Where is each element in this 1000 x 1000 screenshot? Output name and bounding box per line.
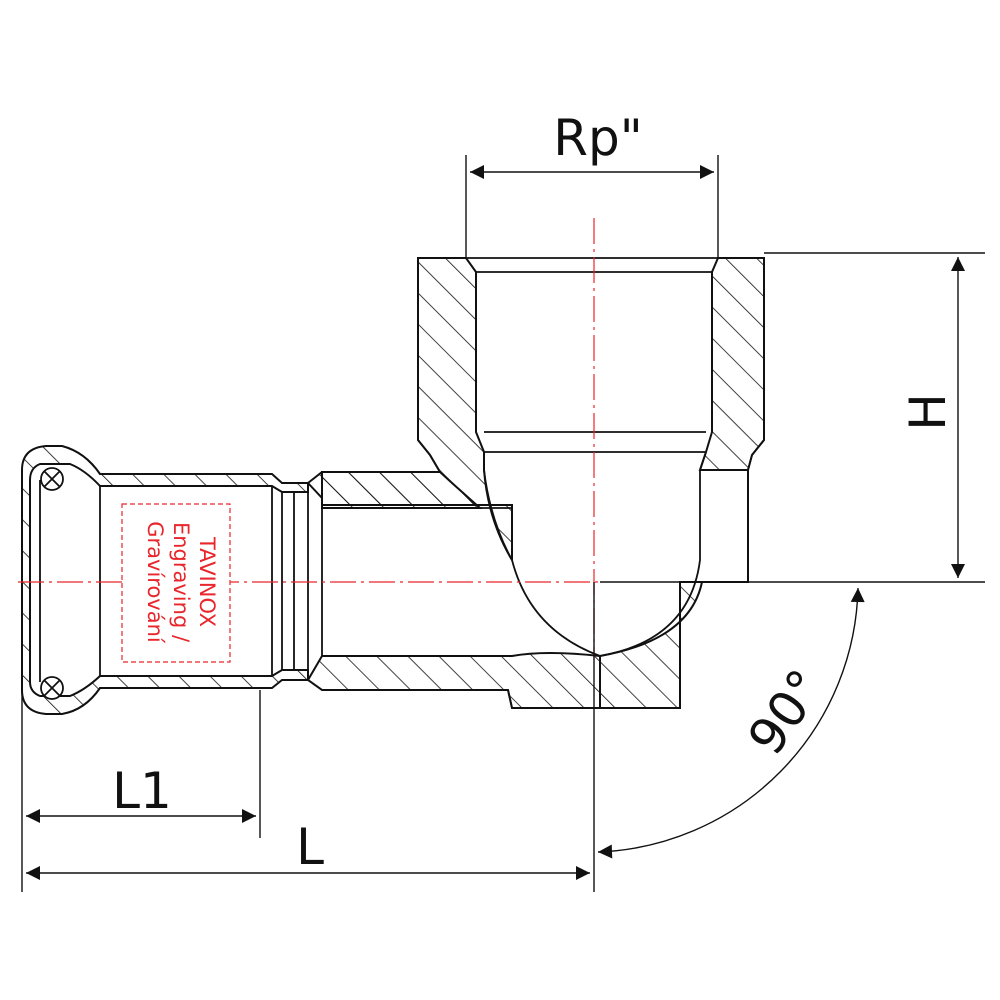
run-bottom-wall: [306, 652, 601, 709]
press-sleeve: [21, 445, 309, 715]
elbow-bore: [483, 451, 707, 657]
engraving-line3: Gravírování: [143, 521, 167, 644]
engraving-box: TAVINOX Engraving / Gravírování: [121, 503, 231, 663]
o-ring-seals: [40, 467, 64, 700]
body-section: [21, 257, 765, 715]
center-lines: [18, 218, 600, 660]
engraving-line1: TAVINOX: [195, 536, 219, 627]
run-top-wall: [306, 471, 483, 509]
thread-label: Rp": [553, 109, 642, 167]
press-length-label: L1: [112, 762, 172, 820]
thread-bore: [466, 257, 718, 453]
press-steps: [21, 470, 309, 690]
branch-left-wall: [321, 257, 513, 564]
angle-label: 90°: [737, 659, 835, 765]
total-length-label: L: [296, 818, 324, 876]
branch-right-wall: [599, 257, 765, 709]
height-label: H: [899, 393, 957, 431]
dimension-lines: [21, 155, 985, 892]
engraving-line2: Engraving /: [169, 522, 193, 643]
angle-arc: [597, 587, 865, 859]
